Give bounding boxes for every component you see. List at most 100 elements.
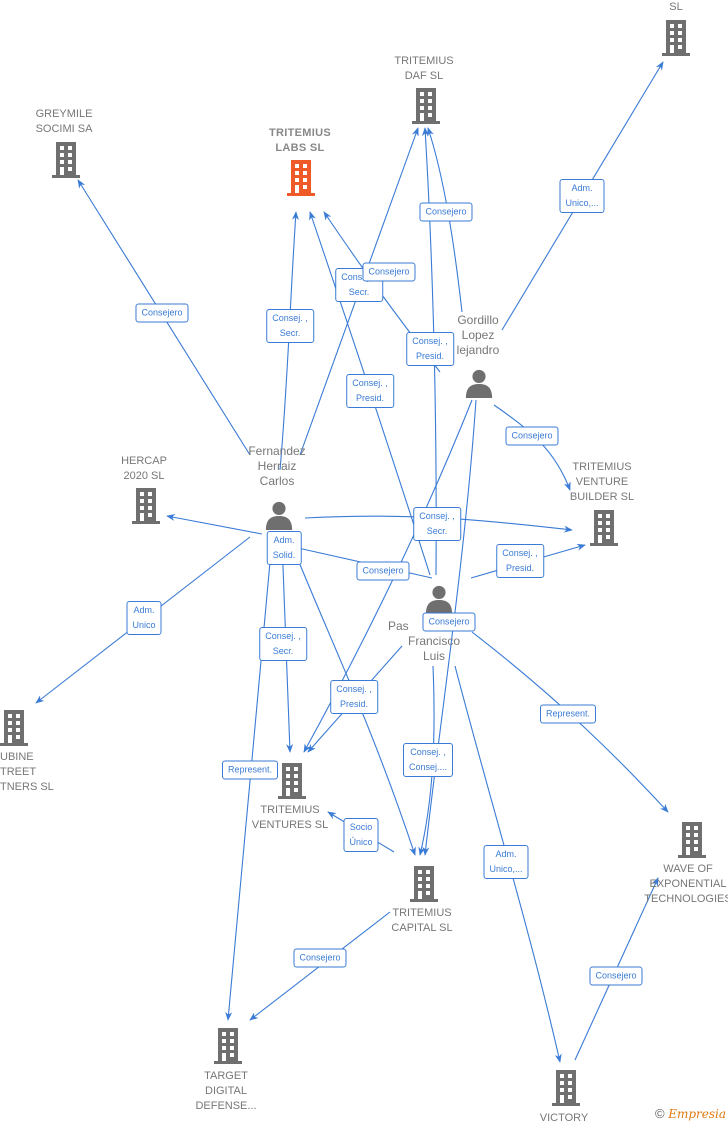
- edge-label-pastor-consejero[interactable]: Consejero: [422, 612, 476, 632]
- edge-label-fern-hercap[interactable]: Adm.Solid.: [266, 531, 302, 565]
- label-line: VENTURE: [575, 476, 629, 488]
- building-icon-venture-builder[interactable]: [590, 510, 618, 546]
- edge-label-text: Consejero: [428, 616, 470, 627]
- edge-label-gord-daf[interactable]: Consejero: [419, 202, 473, 222]
- label-line: SL: [669, 1, 683, 13]
- building-icon-hercap[interactable]: [132, 488, 160, 524]
- building-icon-greymile[interactable]: [52, 142, 80, 178]
- building-icon-topright[interactable]: [662, 20, 690, 56]
- edge-label-pastor-wave[interactable]: Represent.: [539, 704, 597, 724]
- building-icon-wave[interactable]: [678, 822, 706, 858]
- building-icon-rubine[interactable]: [0, 710, 28, 746]
- node-label-rubine[interactable]: UBINE TREET TNERS SL: [0, 750, 54, 795]
- building-icon-victory[interactable]: [552, 1070, 580, 1106]
- edge-label-gord-topright[interactable]: Adm.Unico,...: [559, 179, 605, 213]
- node-label-venture-builder[interactable]: TRITEMIUS VENTURE BUILDER SL: [570, 460, 634, 505]
- copyright-footer: © Empresia: [655, 1106, 726, 1121]
- label-line: Francisco: [407, 634, 461, 648]
- node-label-gordillo[interactable]: Gordillo Lopez lejandro: [457, 313, 500, 358]
- node-label-wave[interactable]: WAVE OF EXPONENTIAL TECHNOLOGIES: [644, 862, 728, 907]
- label-line: TNERS SL: [0, 781, 54, 793]
- label-line: DAF SL: [404, 70, 444, 82]
- edge-gord-ventures[interactable]: [303, 399, 473, 753]
- building-icon-labs[interactable]: [287, 160, 315, 196]
- edge-label-fern-labs[interactable]: Consej. ,Secr.: [266, 309, 314, 343]
- copyright-icon: ©: [654, 1106, 665, 1121]
- edge-label-text: Consej. ,: [341, 272, 377, 282]
- edge-label-text: Consejero: [141, 307, 183, 318]
- node-label-labs[interactable]: TRITEMIUS LABS SL: [269, 126, 331, 156]
- edge-label-text: Consejero: [299, 952, 341, 963]
- edge-pastor-wave[interactable]: [471, 631, 669, 813]
- edge-label-text: Consejero: [362, 565, 404, 576]
- edge-label-fern-greymile[interactable]: Consejero: [135, 303, 189, 323]
- edge-gord-capital[interactable]: [422, 399, 477, 856]
- building-icon-target[interactable]: [214, 1028, 242, 1064]
- edge-label-text: Consejero: [368, 266, 410, 277]
- edge-label-text: Secr.: [348, 287, 370, 297]
- building-icon-daf[interactable]: [412, 88, 440, 124]
- label-line: VENTURES SL: [251, 819, 329, 831]
- label-line: lejandro: [456, 343, 500, 357]
- edge-label-pastor-capital[interactable]: Consej. ,Consej....: [402, 743, 454, 777]
- edge-label-text: Consej....: [408, 762, 448, 772]
- node-label-hercap[interactable]: HERCAP 2020 SL: [121, 454, 167, 484]
- edge-label-fern-ventures[interactable]: Consej. ,Secr.: [259, 627, 307, 661]
- label-line: VICTORY: [539, 1112, 589, 1124]
- node-label-target[interactable]: TARGET DIGITAL DEFENSE...: [195, 1069, 256, 1114]
- edge-label-fern-vb[interactable]: Consej. ,Secr.: [413, 507, 461, 541]
- building-icon-ventures[interactable]: [278, 763, 306, 799]
- label-line: HERCAP: [121, 455, 167, 467]
- edge-label-text: Represent.: [545, 708, 591, 719]
- label-line: WAVE OF: [663, 863, 713, 875]
- person-icon-pastor[interactable]: [425, 585, 453, 614]
- edge-label-text: Presid.: [505, 563, 534, 573]
- label-line: TRITEMIUS: [392, 907, 452, 919]
- label-line: EXPONENTIAL: [649, 878, 727, 890]
- edge-label-pastor-daf[interactable]: Consej. ,Presid.: [406, 332, 454, 366]
- edge-label-fern-target[interactable]: Represent.: [221, 760, 279, 780]
- edge-gord-vb[interactable]: [493, 404, 571, 491]
- label-line: Herraiz: [257, 459, 297, 473]
- node-label-topright[interactable]: SL: [669, 0, 682, 15]
- node-label-greymile[interactable]: GREYMILE SOCIMI SA: [36, 107, 93, 137]
- node-label-ventures[interactable]: TRITEMIUS VENTURES SL: [252, 803, 328, 833]
- edge-label-pastor-victory[interactable]: Adm. Unico,...: [483, 845, 529, 879]
- edge-label-text: Consejero: [511, 430, 553, 441]
- edge-label-pastor-labs[interactable]: Consej. ,Presid.: [346, 374, 394, 408]
- edge-label-text: Unico,...: [489, 864, 523, 874]
- edge-label-victory-wave[interactable]: Consejero: [589, 966, 643, 986]
- edge-fern-hercap[interactable]: [166, 514, 263, 535]
- edge-label-text: Presid.: [415, 351, 444, 361]
- brand-logo[interactable]: Empresia: [668, 1107, 726, 1121]
- edge-label-text: Unico: [132, 620, 156, 630]
- edge-label-gord-labs[interactable]: Consejero: [362, 262, 416, 282]
- label-line: LABS SL: [275, 142, 325, 154]
- edge-label-text: Secr.: [279, 328, 301, 338]
- node-label-capital[interactable]: TRITEMIUS CAPITAL SL: [391, 906, 452, 936]
- edge-label-text: Solid.: [272, 550, 296, 560]
- node-label-pastor[interactable]: Pas Francisco Luis: [388, 619, 461, 664]
- label-line: GREYMILE: [35, 108, 93, 120]
- edge-label-text: Consejero: [425, 206, 467, 217]
- node-label-fernandez[interactable]: Fernandez Herraiz Carlos: [248, 444, 305, 489]
- edge-label-text: Consej. ,: [265, 631, 301, 641]
- edge-label-fern-pastor-cons[interactable]: Consejero: [356, 561, 410, 581]
- label-line: BUILDER SL: [569, 491, 635, 503]
- person-icon-gordillo[interactable]: [465, 369, 493, 398]
- edge-label-text: Consej. ,: [502, 548, 538, 558]
- edge-label-gord-vb[interactable]: Consejero: [505, 426, 559, 446]
- label-line: Pas: [387, 619, 409, 633]
- edge-label-pastor-vb[interactable]: Consej. , Presid.: [496, 544, 544, 578]
- edge-fern-target[interactable]: [225, 539, 273, 1021]
- edge-label-gord-ventures[interactable]: Consej. ,Presid.: [330, 680, 378, 714]
- edge-label-capital-target[interactable]: Consejero: [293, 948, 347, 968]
- edge-label-text: Adm.: [495, 849, 517, 859]
- edge-label-text: Presid.: [339, 699, 368, 709]
- building-icon-capital[interactable]: [410, 866, 438, 902]
- person-icon-fernandez[interactable]: [265, 501, 293, 530]
- node-label-victory[interactable]: VICTORY: [540, 1111, 589, 1126]
- node-label-daf[interactable]: TRITEMIUS DAF SL: [394, 54, 453, 84]
- edge-label-fern-rubine[interactable]: Adm.Unico: [126, 601, 162, 635]
